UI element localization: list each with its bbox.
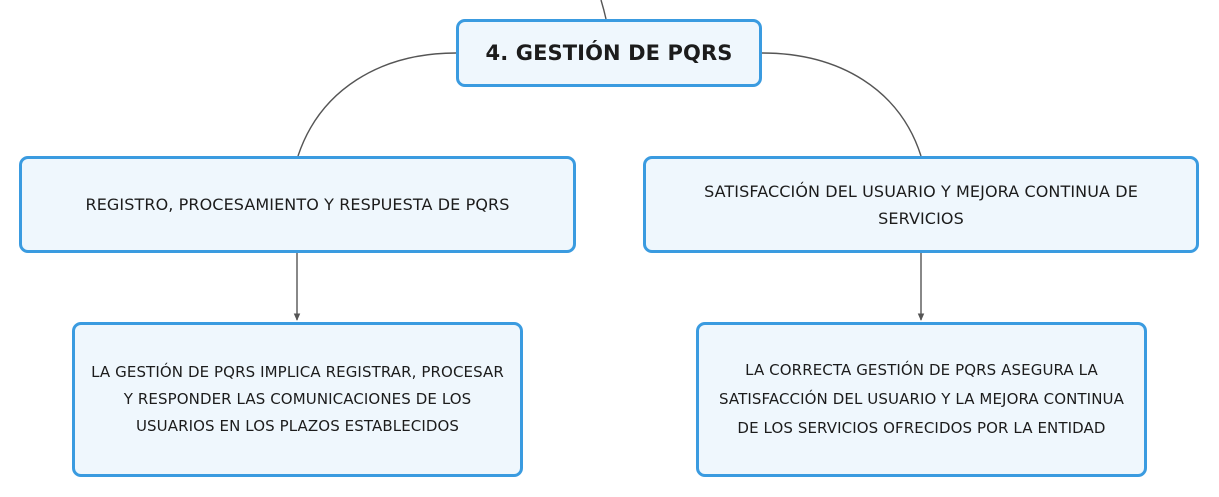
detail-node-satisfaccion-text: LA CORRECTA GESTIÓN DE PQRS ASEGURA LA S… (719, 361, 1124, 437)
branch-node-satisfaccion[interactable]: SATISFACCIÓN DEL USUARIO Y MEJORA CONTIN… (643, 156, 1199, 253)
branch-node-registro[interactable]: REGISTRO, PROCESAMIENTO Y RESPUESTA DE P… (19, 156, 576, 253)
detail-node-satisfaccion[interactable]: LA CORRECTA GESTIÓN DE PQRS ASEGURA LA S… (696, 322, 1147, 477)
connector-root-to-right-branch (761, 52, 922, 157)
detail-node-registro-text: LA GESTIÓN DE PQRS IMPLICA REGISTRAR, PR… (91, 363, 504, 435)
detail-node-registro[interactable]: LA GESTIÓN DE PQRS IMPLICA REGISTRAR, PR… (72, 322, 523, 477)
connector-root-to-left-branch (297, 52, 457, 157)
root-node-label: 4. GESTIÓN DE PQRS (485, 40, 733, 65)
root-node[interactable]: 4. GESTIÓN DE PQRS (456, 19, 762, 87)
connector-incoming-root (600, 0, 607, 20)
branch-node-satisfaccion-label: SATISFACCIÓN DEL USUARIO Y MEJORA CONTIN… (704, 181, 1138, 228)
branch-node-registro-label: REGISTRO, PROCESAMIENTO Y RESPUESTA DE P… (85, 195, 510, 214)
